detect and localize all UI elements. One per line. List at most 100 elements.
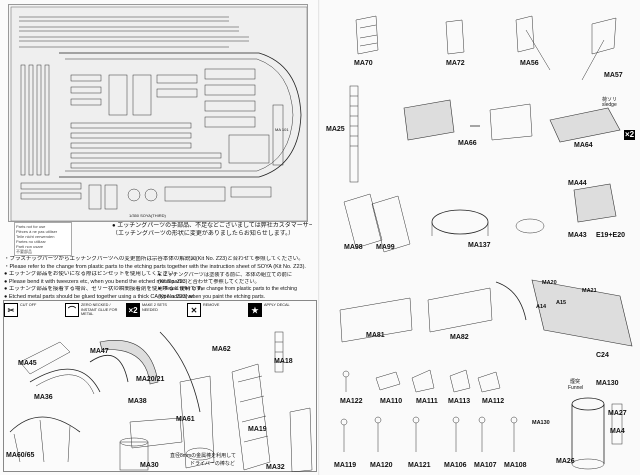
funnel-label-jp: 煙突: [570, 379, 581, 385]
bullet-line: ● エッチング部品を接着する場合、ゼリー状の瞬間接着剤を使用すると便利です。: [4, 286, 207, 292]
right-assembly-drawing: [339, 15, 633, 470]
instruction-page-right: MA70 MA72 MA56 MA57 MA25 MA66 MA64 MA44 …: [320, 0, 640, 475]
photo-etch-sheet: MA 101 1/350 SOYA(THIRD): [8, 4, 308, 222]
part-label-ma38: MA38: [128, 398, 147, 405]
part-label-ma36: MA36: [34, 394, 53, 401]
caption-metal-rod: 直径8mmの金属棒を利用して: [170, 453, 236, 459]
part-label-ma66: MA66: [458, 140, 477, 147]
legend-text: MAKE 2 SETS NEEDED: [142, 303, 167, 312]
part-label-ma56: MA56: [520, 60, 539, 67]
figure-row-1: [342, 369, 501, 393]
figure-row-2: [340, 416, 518, 452]
sledge-label-jp: 荷ソリ: [602, 97, 618, 103]
note-line: Pièces à ne pas utiliser: [16, 229, 58, 234]
note-line: 不要部品: [16, 249, 32, 254]
bullet-line: (Kit No. Z23)と合わせて参照してください。: [158, 279, 260, 286]
part-label-ma113: MA113: [448, 398, 471, 405]
left-assembly-drawing: [9, 331, 313, 472]
part-label-ma112: MA112: [482, 398, 505, 405]
bullet-line: (Kit No. Z23) when you paint the etching…: [158, 293, 265, 300]
note-line: Teile nicht verwenden: [16, 234, 55, 239]
remove-icon: ✕: [187, 303, 201, 317]
jp-note-line: ● エッチングパーツの手部品、不足などございましては弊社カスタマーサービスまでお…: [112, 223, 312, 229]
legend-text: CUT OFF: [20, 303, 37, 307]
legend-text: APPLY DECAL: [264, 303, 290, 307]
sheet-side-label: MA 101: [275, 127, 289, 132]
funnel-label-en: Funnel: [568, 385, 584, 391]
unused-parts-note: Parts not for use Pièces à ne pas utilis…: [14, 222, 72, 256]
part-label-ma57: MA57: [604, 72, 623, 79]
legend-text: ZERO NECKED / INSTANT GLUE FOR METAL: [81, 303, 118, 316]
legend-make-two: ×2 MAKE 2 SETS NEEDED: [126, 303, 182, 317]
bullet-line: ● Please bend it with tweezers etc, when…: [4, 278, 186, 285]
part-label-ma27: MA27: [608, 410, 627, 417]
assembly-step-box: [3, 300, 317, 472]
part-label-ma122: MA122: [340, 398, 363, 405]
bullet-line: ● エッチングパーツは塗装する前に、本体の組立ての前に: [158, 272, 293, 278]
etching-note-jp: ● エッチングパーツの手部品、不足などございましては弊社カスタマーサービスまでお…: [112, 222, 312, 238]
part-label-ma119: MA119: [334, 462, 357, 469]
change-instructions: ・プラスチックパーツからエッチングパーツへの変更箇所は宗谷本体の解説図(Kit …: [4, 256, 316, 301]
instruction-page-left: MA 101 1/350 SOYA(THIRD) Parts not for u…: [3, 4, 317, 472]
part-label-ma45: MA45: [18, 360, 37, 367]
part-label-ma130-figure: MA130: [532, 420, 550, 426]
glue-icon: ⌒: [65, 303, 79, 317]
part-label-ma70: MA70: [354, 60, 373, 67]
jp-note-line: （エッチングパーツの形状に変更がありましたらお知らせします。）: [112, 231, 295, 237]
part-label-ma106: MA106: [444, 462, 467, 469]
part-label-ma19: MA19: [248, 426, 267, 433]
bullet-line: ● Etched metal parts should be glued tog…: [4, 293, 195, 300]
part-label-ma32: MA32: [266, 464, 285, 471]
star-icon: ★: [248, 303, 262, 317]
legend-glue: ⌒ ZERO NECKED / INSTANT GLUE FOR METAL: [65, 303, 121, 317]
part-label-ma61: MA61: [176, 416, 195, 423]
part-label-ma18: MA18: [274, 358, 293, 365]
part-label-ma81: MA81: [366, 332, 385, 339]
part-label-ma20-21: MA20/21: [136, 376, 165, 383]
scissors-icon: ✂: [4, 303, 18, 317]
part-label-ma82: MA82: [450, 334, 469, 341]
part-label-e19-e20: E19+E20: [596, 232, 625, 239]
part-label-ma4: MA4: [610, 428, 625, 435]
part-label-ma44: MA44: [568, 180, 587, 187]
note-line: Parts not for use: [16, 224, 46, 229]
part-label-ma20: MA20: [542, 280, 557, 286]
part-label-a14: A14: [536, 304, 547, 310]
symbol-legend: ✂ CUT OFF ⌒ ZERO NECKED / INSTANT GLUE F…: [4, 303, 304, 317]
part-label-ma64: MA64: [574, 142, 593, 149]
legend-decal: ★ APPLY DECAL: [248, 303, 304, 317]
part-label-ma137: MA137: [468, 242, 491, 249]
lower-parts: [20, 104, 284, 210]
railing-rows: [19, 16, 249, 48]
part-label-ma108: MA108: [504, 462, 527, 469]
part-label-ma25: MA25: [326, 126, 345, 133]
part-label-ma99: MA99: [376, 244, 395, 251]
part-label-ma72: MA72: [446, 60, 465, 67]
part-label-ma47: MA47: [90, 348, 109, 355]
sledge-label-en: sledge: [602, 102, 617, 108]
part-label-ma43: MA43: [568, 232, 587, 239]
legend-cut: ✂ CUT OFF: [4, 303, 60, 317]
bullet-line: ● エッチング部品をお使いになる際はピンセットを使用してください。: [4, 271, 180, 277]
times-two-badge: ×2: [624, 130, 636, 140]
times-two-icon: ×2: [126, 303, 140, 317]
caption-driver: ドライバーの棒など: [190, 461, 235, 467]
part-label-ma111: MA111: [416, 398, 438, 405]
part-label-ma60-65: MA60/65: [6, 452, 35, 459]
etch-sheet-drawing: [10, 6, 307, 221]
ladder-parts: [20, 64, 270, 176]
legend-remove: ✕ REMOVE: [187, 303, 243, 317]
part-label-ma62: MA62: [212, 346, 231, 353]
part-label-ma110: MA110: [380, 398, 403, 405]
sheet-bottom-label: 1/350 SOYA(THIRD): [129, 213, 166, 218]
change-heading-jp: ・プラスチックパーツからエッチングパーツへの変更箇所は宗谷本体の解説図(Kit …: [4, 256, 304, 262]
part-label-c24: C24: [596, 352, 609, 359]
bullet-line: ● Please refer to the change from plasti…: [158, 286, 297, 293]
note-line: Partes no utilizar: [16, 239, 46, 244]
part-label-ma121: MA121: [408, 462, 431, 469]
part-label-ma120: MA120: [370, 462, 393, 469]
part-label-ma107: MA107: [474, 462, 497, 469]
note-line: Parti non usare: [16, 244, 44, 249]
part-label-ma21: MA21: [582, 288, 597, 294]
part-label-a15: A15: [556, 300, 567, 306]
